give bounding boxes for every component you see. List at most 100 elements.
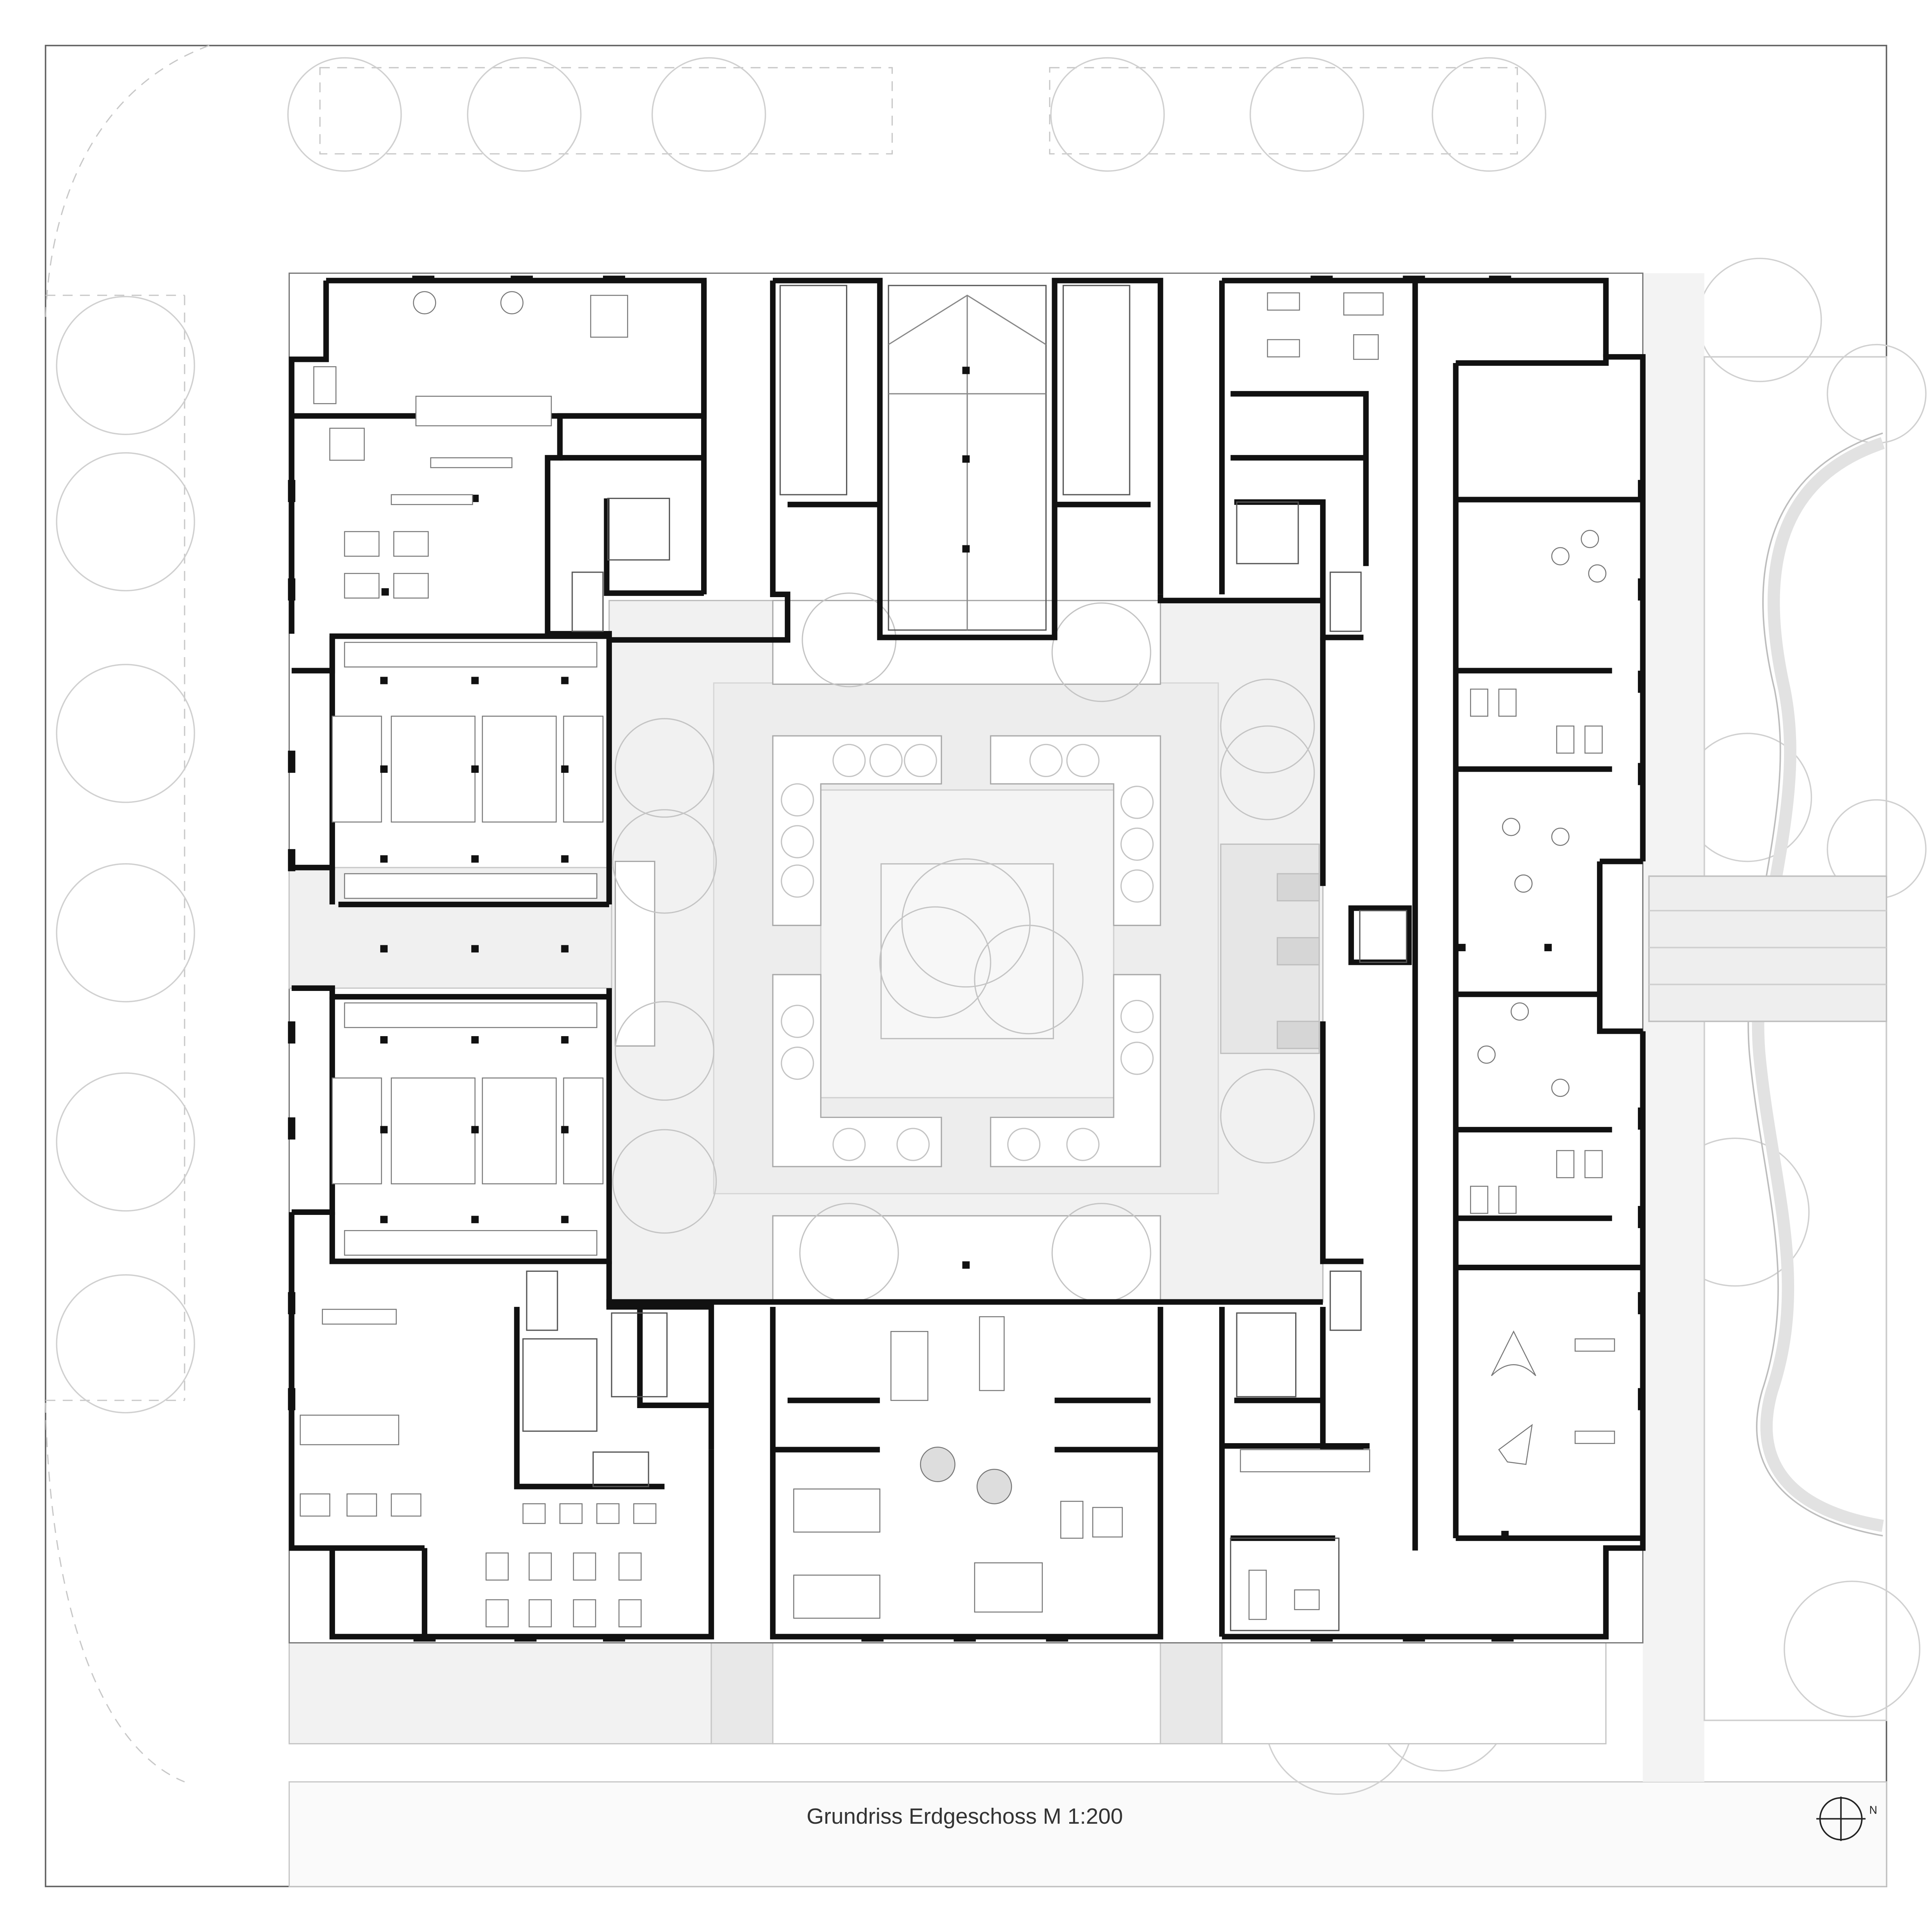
column — [471, 495, 479, 502]
long-table — [979, 1316, 1005, 1391]
table — [1294, 1589, 1320, 1610]
bed — [1470, 688, 1488, 717]
planter-tree — [781, 864, 814, 898]
pier — [1638, 763, 1645, 785]
column — [561, 855, 569, 863]
table — [618, 1552, 642, 1581]
column — [380, 1216, 388, 1223]
column — [471, 1126, 479, 1133]
tree — [1220, 725, 1315, 820]
pier — [1403, 1634, 1425, 1642]
pier — [1638, 1292, 1645, 1315]
tree — [56, 863, 195, 1003]
column — [471, 1216, 479, 1223]
table — [485, 1599, 509, 1627]
table — [329, 428, 365, 461]
stair-east-landing — [1276, 937, 1320, 966]
wall — [606, 1299, 1323, 1307]
round-table — [1551, 1079, 1570, 1097]
lift — [571, 571, 604, 632]
bed — [1556, 1150, 1574, 1178]
room-outline — [522, 1338, 598, 1432]
tree — [467, 57, 582, 172]
courtyard-trees — [612, 592, 1315, 1303]
table — [1267, 292, 1300, 311]
counter — [1248, 1569, 1267, 1620]
column — [380, 855, 388, 863]
stair-east-landing — [1276, 1021, 1320, 1049]
pier — [1638, 1107, 1645, 1130]
tier-steps — [344, 873, 598, 899]
stair-east-landing — [1276, 873, 1320, 902]
round-table — [1477, 1045, 1496, 1064]
counter — [322, 1309, 397, 1325]
planter-tree — [1066, 744, 1100, 777]
lift — [526, 1270, 558, 1331]
desk — [590, 294, 628, 338]
wall — [773, 278, 1163, 640]
street-curve-bottom — [45, 1403, 185, 1783]
table — [573, 1552, 596, 1581]
wall — [1222, 278, 1609, 357]
table — [559, 1503, 583, 1524]
garden-path-outline — [1747, 432, 1883, 1537]
table — [1092, 1507, 1123, 1538]
interior-lines — [522, 285, 1407, 1631]
site-context — [45, 45, 1887, 1887]
seat-rows — [482, 716, 557, 823]
round-table — [977, 1468, 1012, 1504]
courtyard — [608, 592, 1324, 1303]
round-table — [500, 291, 524, 314]
wall — [637, 1307, 712, 1408]
tier-steps — [344, 1230, 598, 1256]
seat-rows — [331, 1077, 382, 1185]
pier — [413, 1634, 436, 1642]
counter — [890, 1331, 929, 1401]
table — [300, 1493, 330, 1517]
wall — [291, 985, 609, 1000]
column — [380, 1126, 388, 1133]
table — [793, 1574, 881, 1619]
planter-tree — [1120, 869, 1154, 903]
tree — [1220, 1068, 1315, 1164]
bed — [1584, 1150, 1603, 1178]
table — [529, 1552, 552, 1581]
room-outline — [1230, 1537, 1340, 1631]
lift — [1329, 571, 1362, 632]
sofa — [1343, 292, 1384, 316]
column — [561, 1036, 569, 1044]
pier — [288, 1388, 296, 1410]
lecture-hall-seating — [331, 642, 604, 1256]
forecourt — [288, 1642, 712, 1745]
sidewalk-south — [288, 1781, 1887, 1887]
tree — [1051, 602, 1151, 702]
tree — [56, 664, 195, 803]
table — [793, 1488, 881, 1533]
pier — [603, 1634, 625, 1642]
planter-tree — [869, 744, 903, 777]
fountain-square — [880, 863, 1054, 1039]
column — [471, 855, 479, 863]
pier — [511, 275, 533, 283]
planter-nw — [772, 735, 942, 926]
seat-rows — [563, 1077, 604, 1185]
column — [471, 1036, 479, 1044]
bed — [1584, 725, 1603, 754]
column — [471, 765, 479, 773]
table — [618, 1599, 642, 1627]
table — [1240, 1449, 1370, 1472]
pier — [1403, 275, 1425, 283]
tree — [974, 925, 1084, 1035]
wall — [1320, 1021, 1364, 1264]
pier — [288, 1117, 296, 1140]
stair — [611, 1312, 668, 1398]
tree — [56, 1072, 195, 1212]
columns — [380, 367, 1552, 1539]
table — [1267, 339, 1300, 358]
planter-tree — [1120, 786, 1154, 819]
desk — [391, 494, 473, 505]
column — [1544, 944, 1552, 952]
entrance-bridge — [1648, 875, 1888, 1022]
stair — [1063, 285, 1130, 495]
tree — [651, 57, 766, 172]
